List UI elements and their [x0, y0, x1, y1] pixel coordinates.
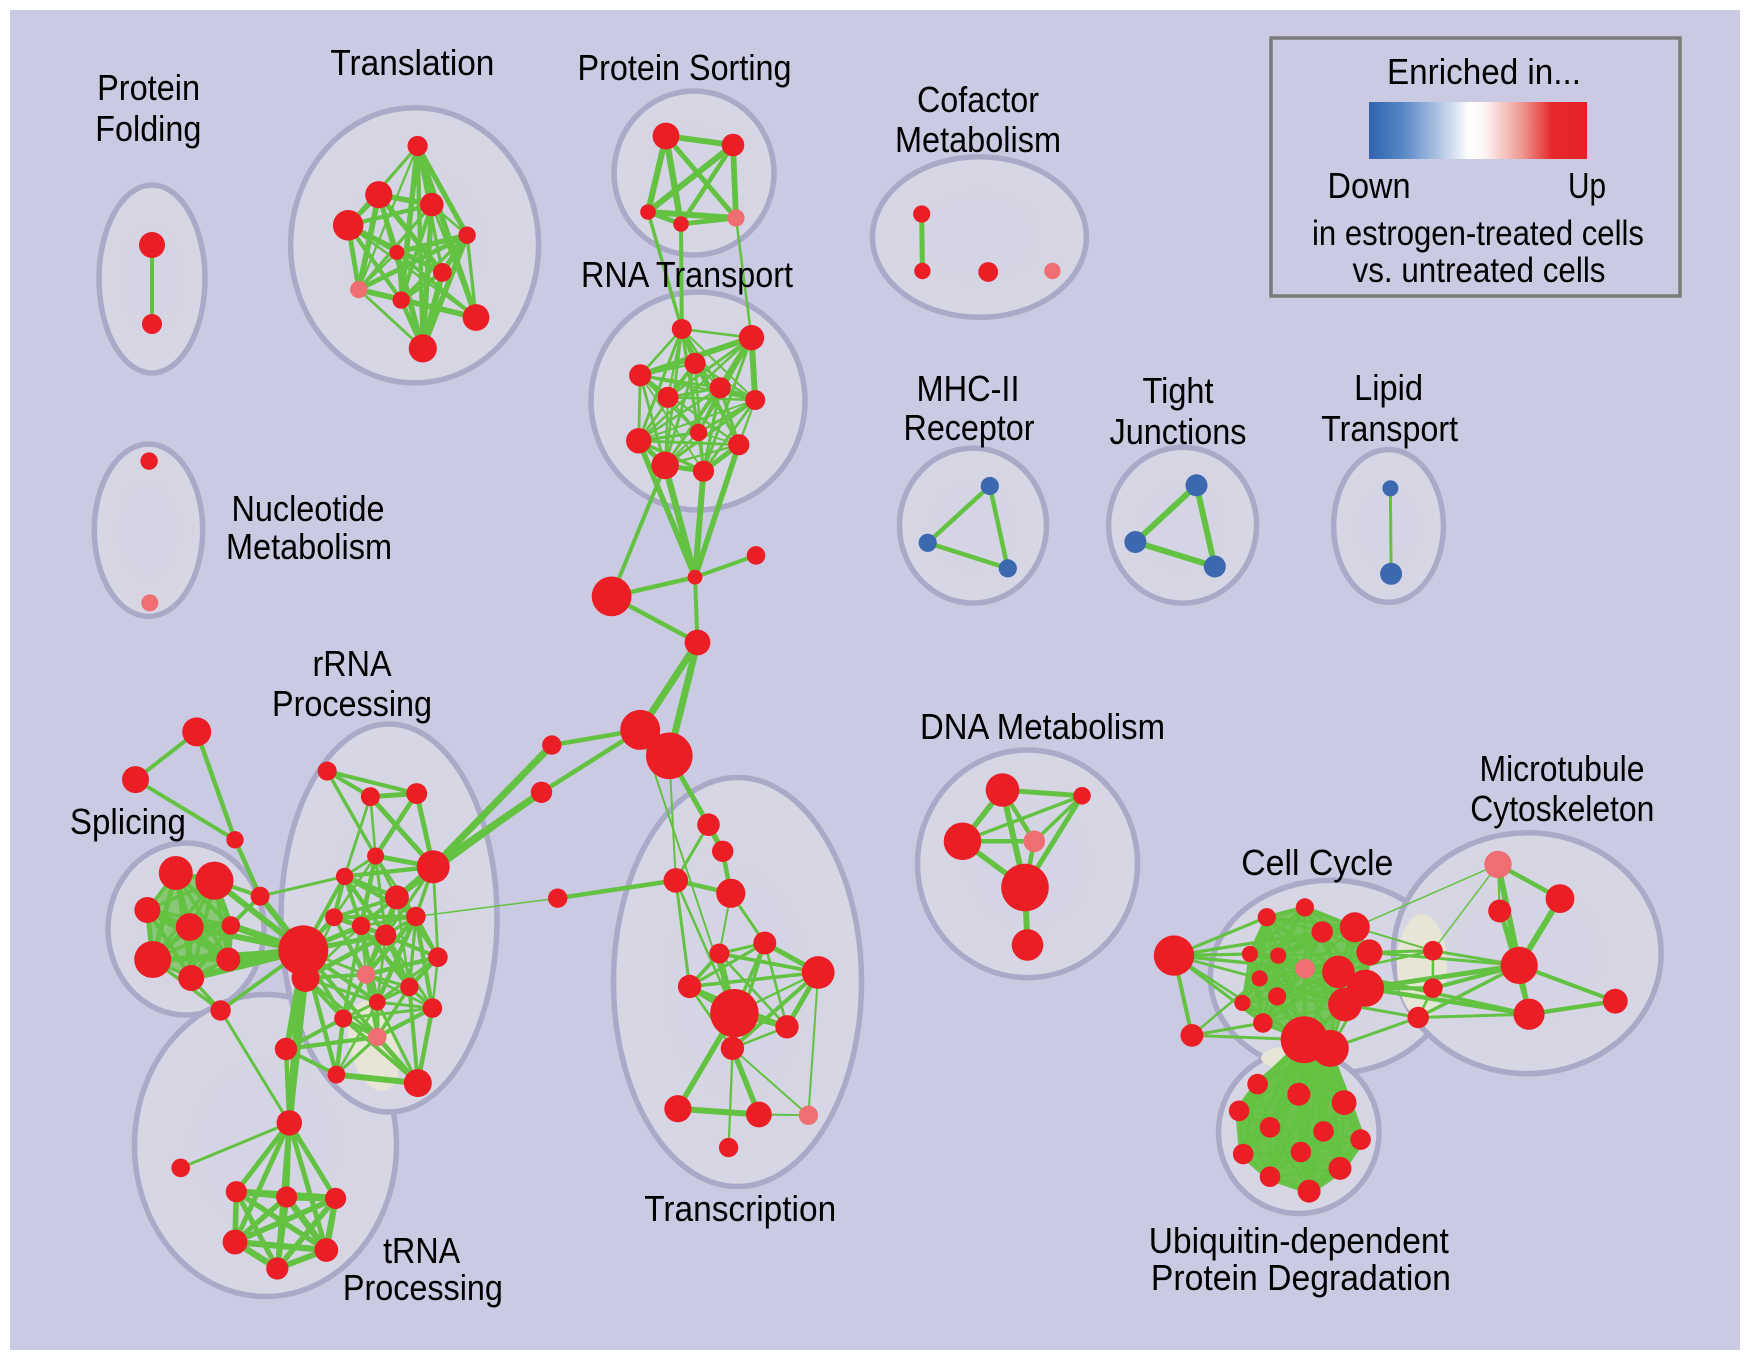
svg-text:Tight: Tight — [1143, 370, 1214, 411]
svg-text:Lipid: Lipid — [1354, 367, 1423, 408]
svg-text:DNA Metabolism: DNA Metabolism — [920, 706, 1165, 747]
svg-text:Translation: Translation — [330, 42, 494, 83]
svg-text:Transcription: Transcription — [644, 1188, 836, 1229]
svg-text:Protein: Protein — [97, 67, 200, 108]
svg-text:Ubiquitin-dependent: Ubiquitin-dependent — [1149, 1220, 1449, 1261]
svg-text:Processing: Processing — [272, 683, 432, 724]
svg-text:Cell Cycle: Cell Cycle — [1241, 842, 1393, 883]
svg-text:Protein Degradation: Protein Degradation — [1151, 1257, 1451, 1298]
svg-text:rRNA: rRNA — [313, 643, 392, 684]
svg-text:Protein Sorting: Protein Sorting — [578, 47, 792, 88]
svg-text:Down: Down — [1328, 165, 1411, 206]
svg-text:Processing: Processing — [343, 1267, 503, 1308]
svg-text:Up: Up — [1568, 165, 1606, 206]
svg-text:RNA Transport: RNA Transport — [581, 254, 793, 295]
svg-text:Receptor: Receptor — [904, 407, 1035, 448]
svg-text:Junctions: Junctions — [1110, 411, 1247, 452]
svg-text:vs. untreated cells: vs. untreated cells — [1353, 251, 1606, 290]
svg-text:Metabolism: Metabolism — [226, 526, 392, 567]
svg-text:Folding: Folding — [95, 108, 201, 149]
svg-text:Cofactor: Cofactor — [917, 79, 1039, 120]
svg-text:in estrogen-treated cells: in estrogen-treated cells — [1312, 214, 1644, 253]
svg-text:Transport: Transport — [1321, 408, 1458, 449]
svg-text:Splicing: Splicing — [70, 801, 186, 842]
svg-text:Nucleotide: Nucleotide — [232, 488, 385, 529]
svg-text:tRNA: tRNA — [383, 1230, 460, 1271]
svg-text:Cytoskeleton: Cytoskeleton — [1470, 788, 1654, 829]
svg-text:MHC-II: MHC-II — [917, 368, 1020, 409]
svg-text:Enriched in...: Enriched in... — [1387, 51, 1581, 92]
svg-text:Microtubule: Microtubule — [1480, 748, 1645, 789]
svg-text:Metabolism: Metabolism — [895, 119, 1061, 160]
